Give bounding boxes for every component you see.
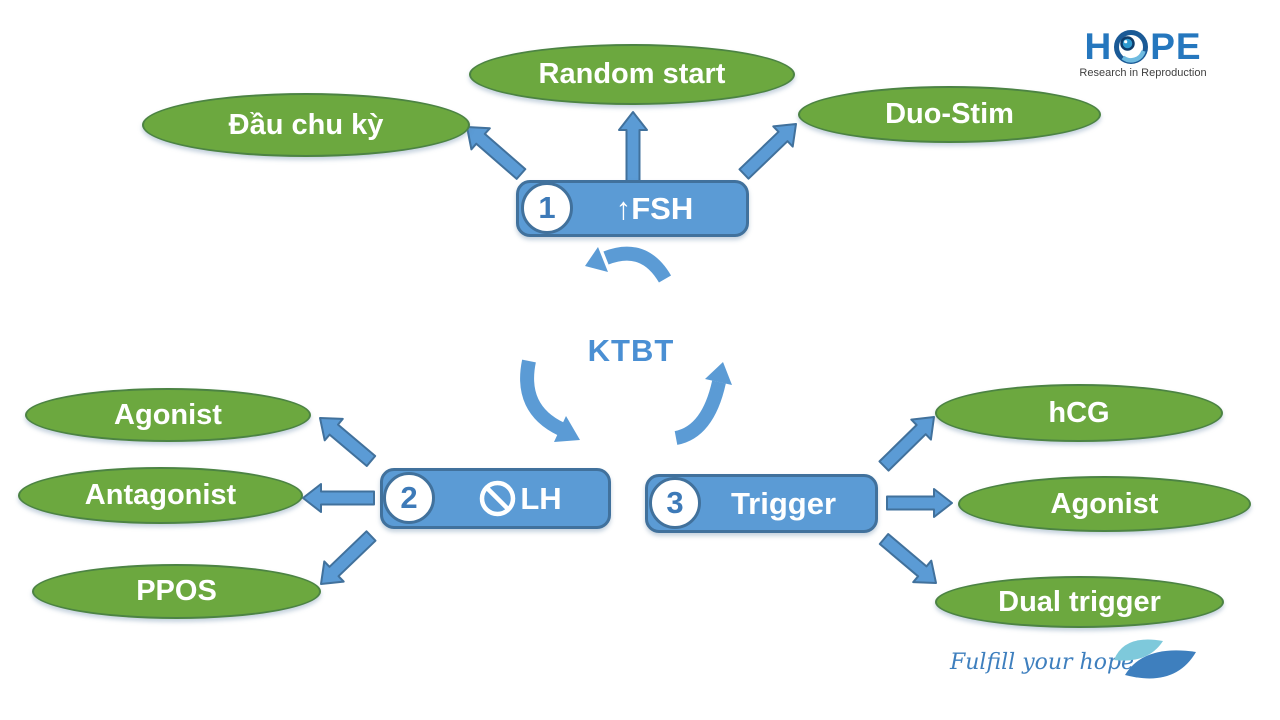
step2-label: LH <box>520 480 562 516</box>
ellipse-hcg: hCG <box>935 384 1223 442</box>
ellipse-agonist-left: Agonist <box>25 388 311 442</box>
ellipse-antagonist: Antagonist <box>18 467 303 524</box>
ellipse-label: Random start <box>538 58 726 90</box>
ellipse-agonist-right: Agonist <box>958 476 1251 532</box>
ellipse-label: Duo-Stim <box>885 98 1014 130</box>
ellipse-dual-trigger: Dual trigger <box>935 576 1224 628</box>
step1-number-badge: 1 <box>521 182 573 234</box>
arrow-fsh-to-random-start <box>618 111 648 182</box>
arrow-lh-to-ppos <box>320 530 377 585</box>
hope-logo-subtitle: Research in Reproduction <box>1079 67 1207 79</box>
ellipse-label: Đầu chu kỳ <box>228 108 384 141</box>
ellipse-label: hCG <box>1048 396 1110 429</box>
center-cycle-label: KTBT <box>587 333 675 368</box>
cycle-arrow-top-icon <box>585 246 672 283</box>
step1-label: ↑FSH <box>615 190 694 226</box>
ellipse-duo-stim: Duo-Stim <box>798 86 1101 143</box>
arrow-fsh-to-dau-chu-ky <box>466 126 527 180</box>
hope-logo: H PE Research in Reproduction <box>1078 28 1208 79</box>
hope-logo-pe: PE <box>1150 26 1202 67</box>
ellipse-label: Antagonist <box>84 479 237 511</box>
leaf-logo-icon <box>1114 639 1196 679</box>
ellipse-random-start: Random start <box>469 44 795 105</box>
arrow-trigger-to-dual-trigger <box>878 533 937 584</box>
step3-number-badge: 3 <box>649 477 701 529</box>
arrow-lh-to-antagonist <box>302 483 375 513</box>
cycle-arrow-left-icon <box>520 359 580 442</box>
ellipse-label: Agonist <box>114 398 222 431</box>
step3-label: Trigger <box>730 485 837 521</box>
ellipse-label: Dual trigger <box>998 585 1161 618</box>
prohibition-icon <box>480 480 516 517</box>
hope-logo-h: H <box>1084 26 1113 67</box>
cycle-arrow-right-icon <box>674 362 732 445</box>
hope-eye-icon <box>1114 29 1149 64</box>
arrow-fsh-to-duo-stim <box>738 123 797 180</box>
ellipse-dau-chu-ky: Đầu chu kỳ <box>142 93 470 157</box>
arrow-lh-to-agonist <box>319 417 377 467</box>
arrow-trigger-to-hcg <box>878 416 935 472</box>
ellipse-label: Agonist <box>1050 487 1159 520</box>
footer-tagline: Fulfill your hope <box>950 650 1135 675</box>
arrow-trigger-to-agonist <box>886 488 953 518</box>
step2-number-badge: 2 <box>383 472 435 524</box>
ellipse-ppos: PPOS <box>32 564 321 619</box>
ellipse-label: PPOS <box>136 575 217 607</box>
